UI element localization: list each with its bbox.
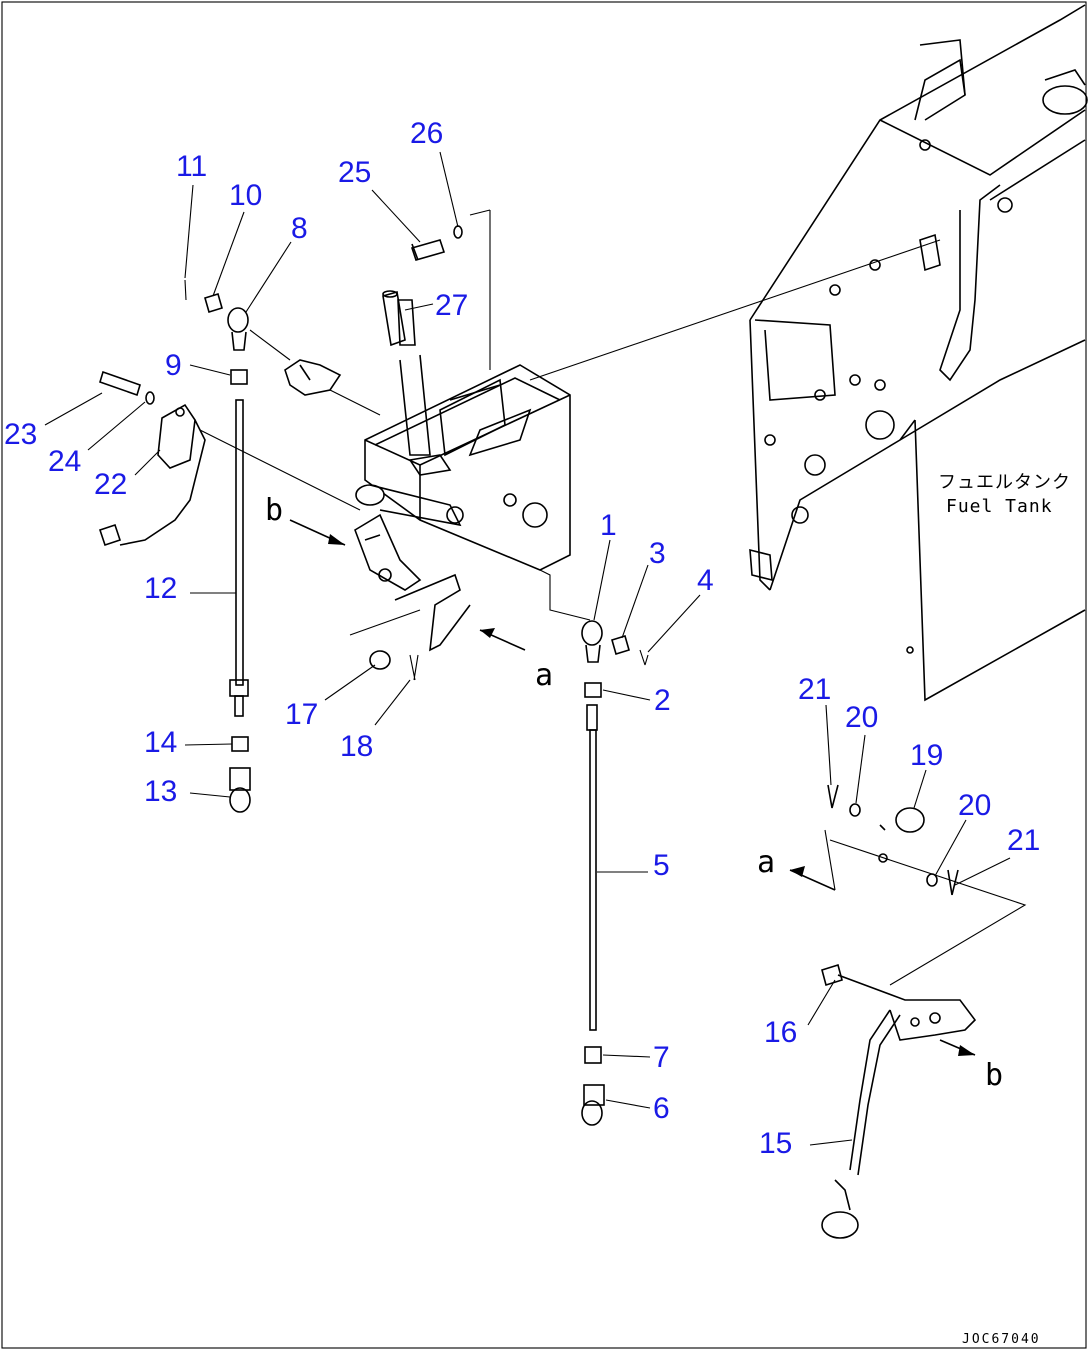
nut-14 [231,736,249,752]
part-number-26: 26 [410,117,443,150]
drawing-code: JOC67040 [962,1332,1041,1347]
part-number-12: 12 [144,572,177,605]
clamp-22 [98,403,206,547]
part-number-22: 22 [94,468,127,501]
pin-18 [409,654,419,681]
arrow-b-main [289,519,346,546]
part-number-20-upper: 20 [845,701,878,734]
part-number-4: 4 [697,564,714,597]
washer-17 [369,650,391,670]
part-number-21-lower: 21 [1007,824,1040,857]
leader-22 [199,429,361,511]
leader-8 [249,329,291,361]
part-number-13: 13 [144,775,177,808]
part-number-8: 8 [291,212,308,245]
rod-end-6 [581,1084,605,1126]
view-label-a-detail: a [757,845,775,880]
part-number-10: 10 [229,179,262,212]
nut-7 [584,1046,602,1064]
part-number-24: 24 [48,445,81,478]
part-number-20-lower: 20 [958,789,991,822]
leader-box [329,389,381,416]
part-number-11: 11 [176,150,207,183]
arrow-a-main [479,628,526,651]
detail-view [821,784,1027,1239]
rod-5 [586,704,598,1031]
cotter-pin-11 [184,279,187,301]
part-number-27: 27 [435,289,468,322]
rod-end-8 [227,307,249,351]
bolt-25 [410,239,446,261]
rod-end-1 [581,620,603,663]
part-number-3: 3 [649,537,666,570]
nut-10 [204,292,223,314]
part-number-6: 6 [653,1092,670,1125]
part-number-9: 9 [165,349,182,382]
fuel-tank-label-en: Fuel Tank [946,496,1053,517]
chassis-frame [749,4,1088,702]
rod-12 [229,399,249,717]
pin-20-upper [849,803,861,817]
part-number-2: 2 [654,684,671,717]
part-number-1: 1 [600,509,617,542]
view-label-b-detail: b [985,1058,1003,1093]
part-number-14: 14 [144,726,177,759]
pin-20-lower [926,873,938,887]
part-number-5: 5 [653,849,670,882]
leader-line [529,239,941,381]
part-number-25: 25 [338,156,371,189]
part-number-23: 23 [4,418,37,451]
nut-9 [230,369,248,385]
lever-knob-27 [382,290,406,347]
view-label-b-main: b [265,493,283,528]
pin-4 [639,649,649,666]
fuel-tank-label-jp: フュエルタンク [938,472,1071,493]
part-number-16: 16 [764,1016,797,1049]
control-lever-box [284,209,591,652]
nut-2 [584,682,602,698]
clevis-19 [895,807,925,833]
part-number-19: 19 [910,739,943,772]
arrow-b-detail [939,1039,976,1056]
washer-24 [145,391,155,405]
rod-end-13 [229,767,251,813]
part-number-17: 17 [285,698,318,731]
grip-15 [821,1211,859,1239]
leader-lines [44,151,1011,1146]
nut-3 [611,634,630,656]
washer-26 [453,225,463,239]
view-label-a-main: a [535,658,553,693]
part-number-7: 7 [653,1041,670,1074]
arrow-a-detail [789,866,836,891]
part-number-18: 18 [340,730,373,763]
leader-17 [349,609,421,636]
part-number-callouts: 1 2 3 4 5 6 7 8 9 10 11 12 13 14 15 16 1… [4,117,1040,1160]
part-number-21-upper: 21 [798,673,831,706]
bolt-23 [99,370,141,397]
part-number-15: 15 [759,1127,792,1160]
